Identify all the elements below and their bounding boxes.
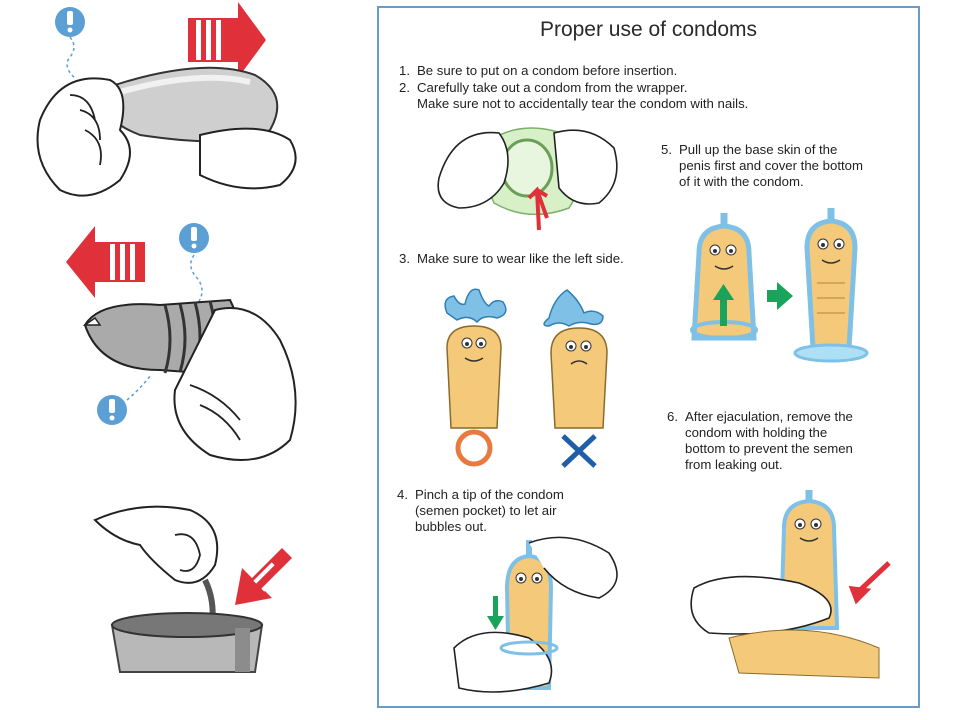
- red-arrow-icon: [527, 186, 549, 219]
- step-1: 1. Be sure to put on a condom before inse…: [399, 63, 677, 79]
- illustration-cover-base: [690, 208, 869, 363]
- panel-put-on: [36, 2, 297, 197]
- green-arrow-icon: [767, 282, 793, 310]
- step-2-text-line-1: Carefully take out a condom from the wra…: [417, 80, 688, 95]
- step-6-text-line-3: bottom to prevent the semen: [685, 441, 853, 456]
- step-4-text-line-3: bubbles out.: [415, 519, 487, 534]
- step-6-text-line-4: from leaking out.: [685, 457, 783, 472]
- step-5-text-line-3: of it with the condom.: [679, 174, 804, 189]
- step-4-text-line-1: Pinch a tip of the condom: [415, 487, 564, 502]
- step-4: 4. Pinch a tip of the condom (semen pocke…: [397, 487, 564, 535]
- poster-illustrations: [437, 127, 891, 693]
- step-2: 2. Carefully take out a condom from the w…: [399, 80, 748, 112]
- illustration-remove-holding: [690, 490, 891, 679]
- correct-circle-icon: [455, 429, 493, 467]
- step-4-number: 4.: [397, 487, 408, 502]
- illustration-correct-way: [444, 288, 507, 467]
- step-2-number: 2.: [399, 80, 410, 95]
- illustration-wrong-way: [543, 289, 608, 468]
- red-arrow-icon: [188, 2, 266, 78]
- green-arrow-icon: [487, 596, 504, 630]
- red-arrow-icon: [848, 561, 891, 605]
- step-6-number: 6.: [667, 409, 678, 424]
- step-1-text: Be sure to put on a condom before insert…: [417, 63, 678, 78]
- step-2-text-line-2: Make sure not to accidentally tear the c…: [417, 96, 749, 111]
- step-3: 3. Make sure to wear like the left side.: [399, 251, 624, 267]
- step-3-text: Make sure to wear like the left side.: [417, 251, 624, 266]
- step-5: 5. Pull up the base skin of the penis fir…: [661, 142, 863, 190]
- step-6-text-line-1: After ejaculation, remove the: [685, 409, 853, 424]
- step-6: 6. After ejaculation, remove the condom w…: [667, 409, 853, 473]
- panel-remove: [66, 223, 297, 461]
- panel-dispose: [93, 505, 292, 673]
- poster-title: Proper use of condoms: [539, 18, 758, 41]
- step-5-text-line-1: Pull up the base skin of the: [679, 142, 838, 157]
- red-arrow-icon: [235, 548, 292, 605]
- step-1-number: 1.: [399, 63, 410, 78]
- step-5-number: 5.: [661, 142, 672, 157]
- wrong-cross-icon: [561, 434, 597, 468]
- step-6-text-line-2: condom with holding the: [685, 425, 828, 440]
- step-3-number: 3.: [399, 251, 410, 266]
- green-arrow-icon: [713, 284, 734, 326]
- illustration-open-wrapper: [437, 127, 618, 231]
- condom-usage-poster: Proper use of condoms 1. Be sure to put o…: [377, 6, 920, 708]
- step-5-text-line-2: penis first and cover the bottom: [679, 158, 863, 173]
- step-4-text-line-2: (semen pocket) to let air: [415, 503, 557, 518]
- red-arrow-icon: [66, 226, 145, 298]
- left-illustrations: [0, 0, 365, 720]
- left-art: [36, 2, 297, 673]
- illustration-pinch-tip: [453, 536, 618, 693]
